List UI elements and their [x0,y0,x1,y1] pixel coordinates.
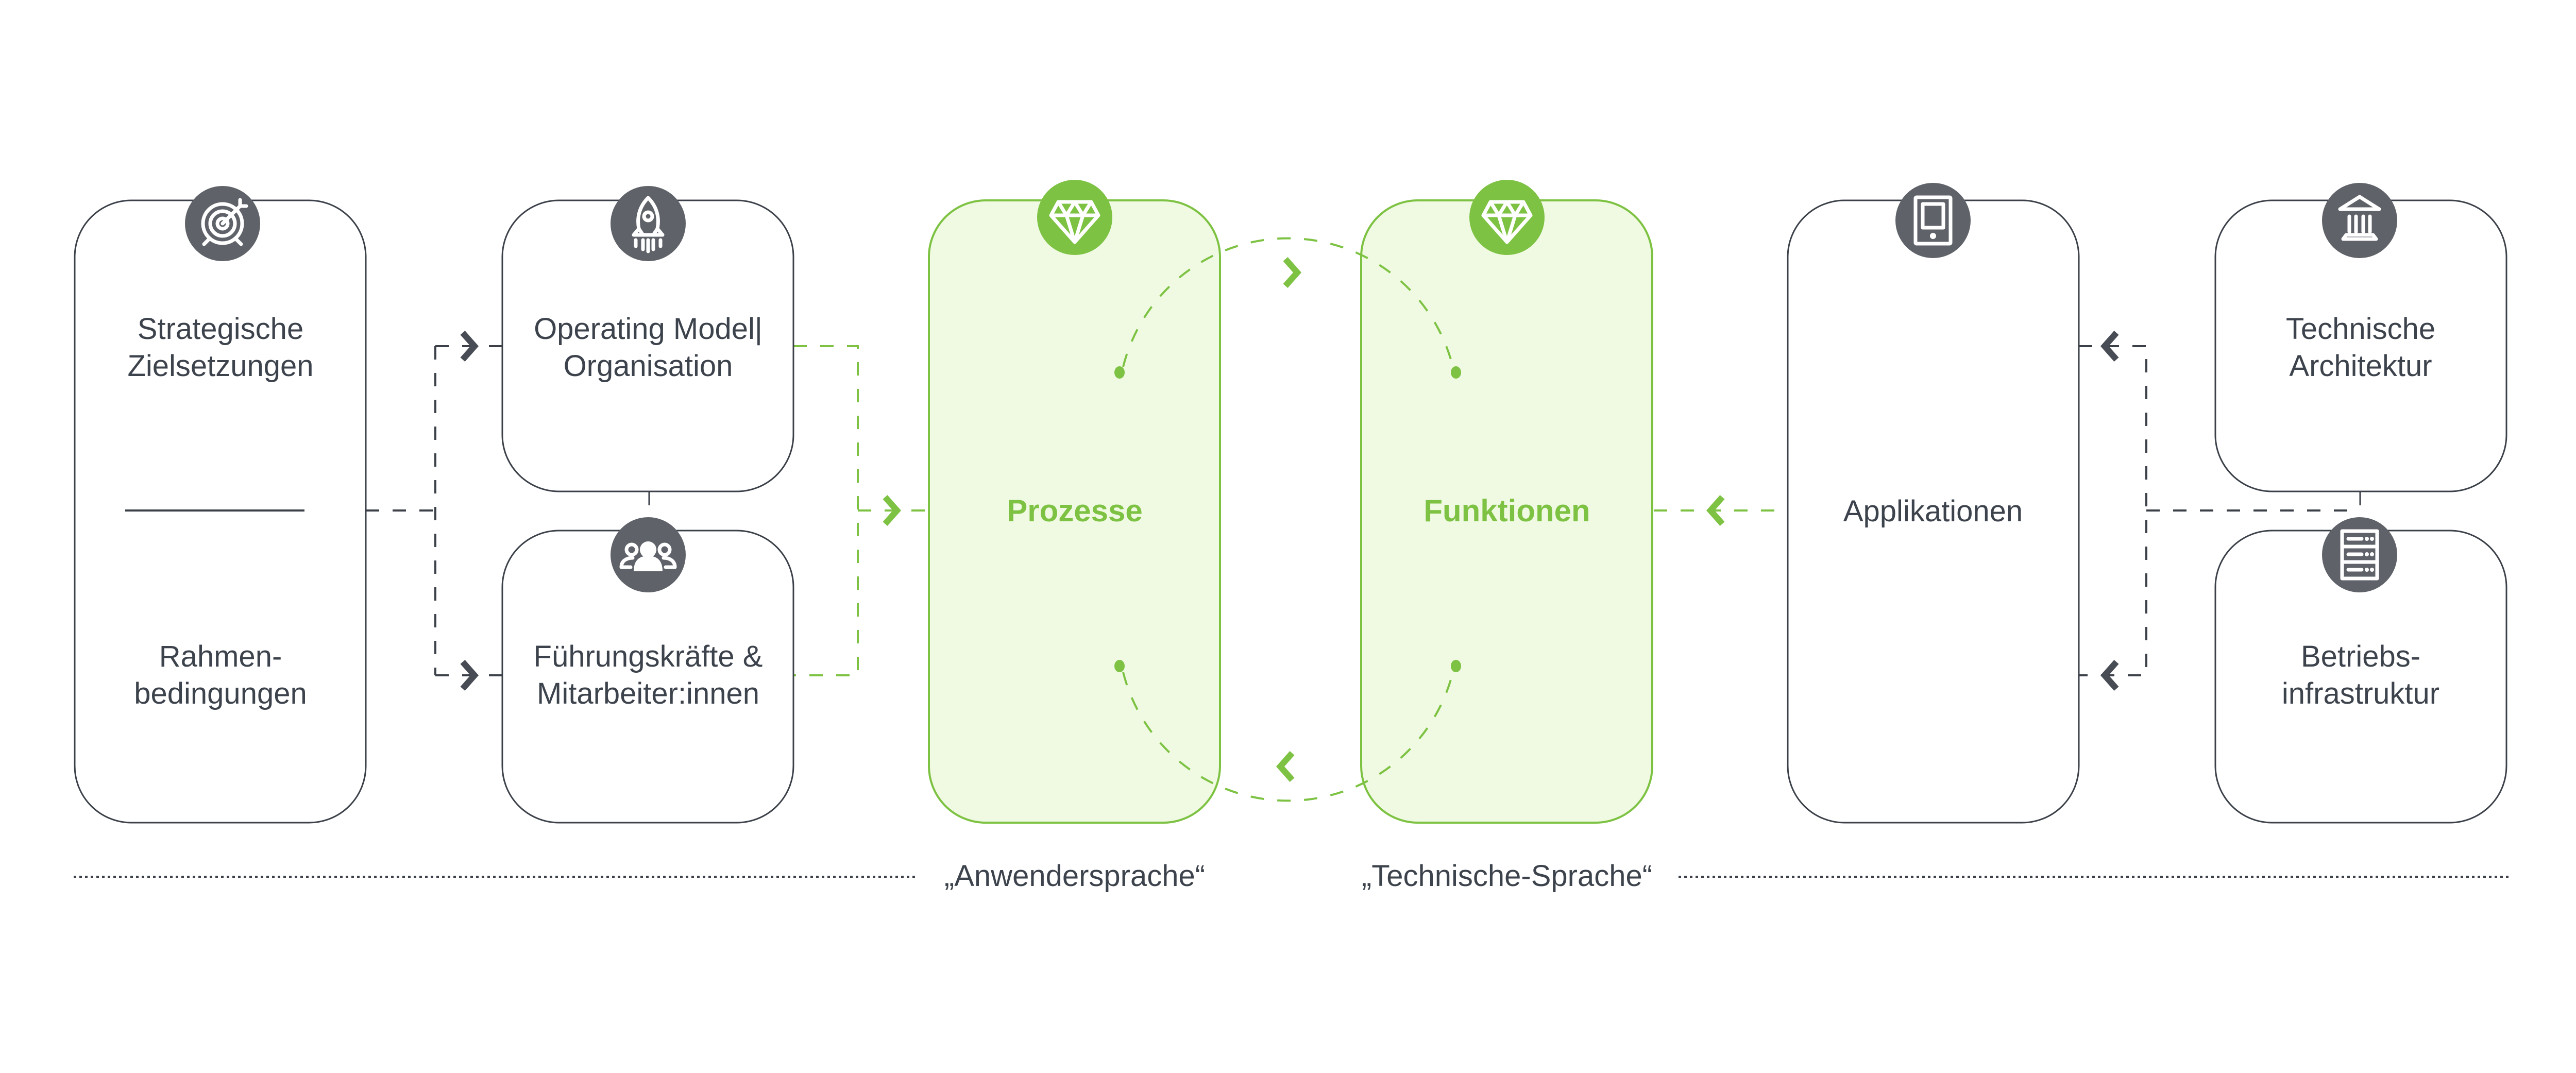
label-applications: Applikationen [1843,495,2023,528]
label-strategic-line1: Strategische [138,312,303,346]
arc-endpoint-dot [1451,660,1461,672]
tablet-icon [1895,183,1971,258]
box-infrastructure[interactable]: Betriebs- infrastruktur [2214,530,2507,824]
target-icon [185,186,260,261]
diamond-icon [1469,180,1545,255]
box-processes[interactable]: Prozesse [928,199,1221,824]
connector-infra-to-applications [2079,331,2360,691]
arc-endpoint-dot [1114,366,1125,379]
label-tech-architecture-line2: Architektur [2289,349,2432,383]
box-strategic[interactable]: Strategische Zielsetzungen Rahmen- bedin… [74,199,367,824]
box-operating-model[interactable]: Operating Model| Organisation [501,199,794,492]
people-icon [611,517,686,592]
chevron-left-icon [2100,660,2119,691]
connector-line [793,345,859,676]
chevron-right-icon [460,660,479,691]
label-leadership-line1: Führungskräfte & [534,640,763,673]
label-tech-architecture-line1: Technische [2286,312,2435,346]
label-infrastructure-line1: Betriebs- [2301,640,2420,673]
chevron-right-icon [460,331,479,362]
label-framework-line2: bedingungen [134,677,307,710]
box-leadership[interactable]: Führungskräfte & Mitarbeiter:innen [501,530,794,824]
label-operating-model-line1: Operating Model| [534,312,762,346]
arc-endpoint-dot [1114,660,1125,672]
connector-line [2079,345,2147,676]
label-technical-language: „Technische-Sprache“ [1362,859,1652,893]
chevron-left-icon [1706,495,1725,526]
chevron-left-icon [2100,331,2119,362]
label-processes: Prozesse [1007,493,1143,528]
box-applications[interactable]: Applikationen [1787,199,2080,824]
arc-endpoint-dot [1451,366,1461,379]
label-user-language: „Anwendersprache“ [944,859,1205,893]
connector-org-to-processes [793,345,929,676]
label-framework-line1: Rahmen- [159,640,282,673]
box-functions[interactable]: Funktionen [1360,199,1653,824]
building-icon [2322,183,2397,258]
chevron-right-icon [883,495,902,526]
label-infrastructure-line2: infrastruktur [2282,677,2439,710]
footer-language-row: „Anwendersprache“ „Technische-Sprache“ [74,859,2510,893]
box-tech-architecture[interactable]: Technische Architektur [2214,199,2507,492]
label-operating-model-line2: Organisation [564,349,733,383]
cycle-arc-bottom [1122,672,1454,802]
connector-applications-to-functions [1654,495,1787,526]
label-leadership-line2: Mitarbeiter:innen [537,677,759,710]
cycle-arrows [1114,237,1461,802]
connector-strategy-to-org [366,331,502,691]
label-strategic-line2: Zielsetzungen [127,349,313,383]
chevron-left-icon [1276,751,1295,782]
server-icon [2322,517,2397,592]
rocket-icon [611,186,686,261]
label-functions: Funktionen [1423,493,1590,528]
cycle-arc-top [1122,237,1454,367]
diamond-icon [1037,180,1112,255]
chevron-right-icon [1283,257,1302,288]
